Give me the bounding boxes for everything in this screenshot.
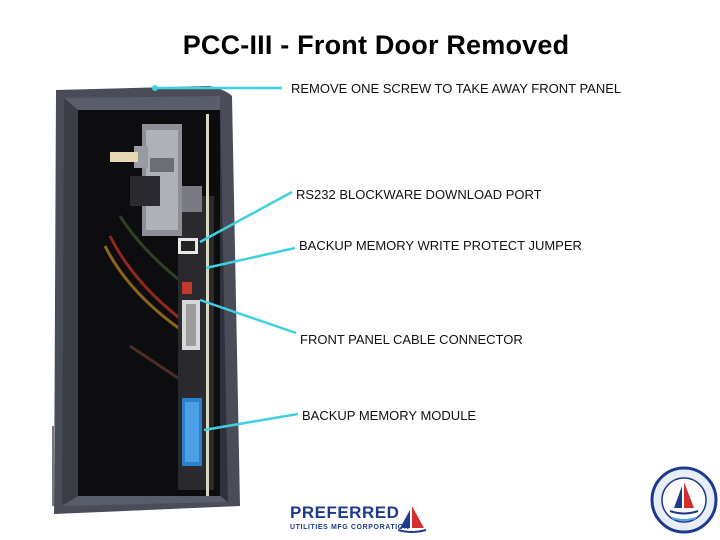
page-title: PCC-III - Front Door Removed: [0, 30, 720, 61]
company-seal: [650, 466, 718, 534]
sail-icon: [398, 504, 426, 534]
callout-jumper: BACKUP MEMORY WRITE PROTECT JUMPER: [299, 238, 582, 253]
cabinet-photo: [50, 86, 246, 518]
callout-cable: FRONT PANEL CABLE CONNECTOR: [300, 332, 523, 347]
logo-tagline: UTILITIES MFG CORPORATION: [290, 524, 409, 531]
callout-rs232: RS232 BLOCKWARE DOWNLOAD PORT: [296, 187, 542, 202]
logo-wordmark: PREFERRED: [290, 503, 399, 523]
callout-screw: REMOVE ONE SCREW TO TAKE AWAY FRONT PANE…: [291, 81, 621, 96]
callout-module: BACKUP MEMORY MODULE: [302, 408, 476, 423]
